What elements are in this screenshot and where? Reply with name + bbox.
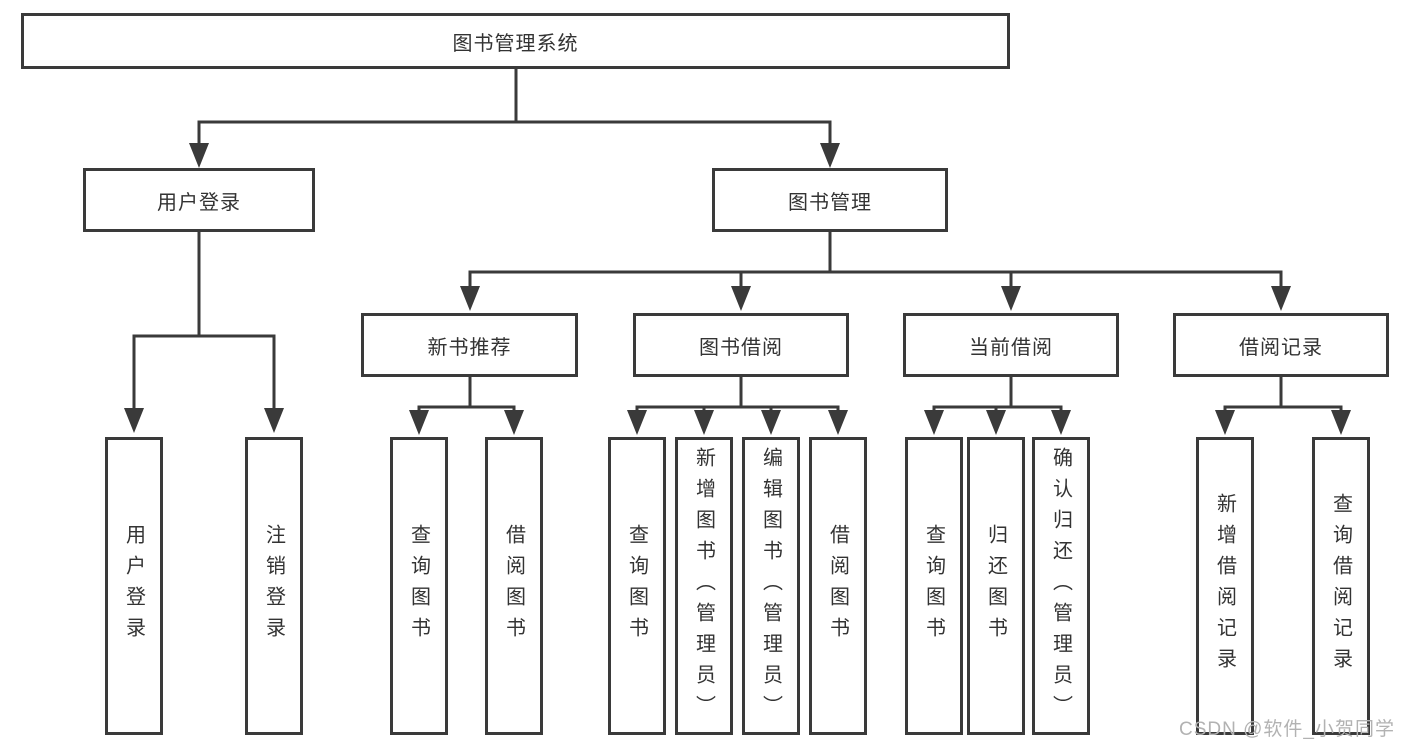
leaf-logout: 注销登录 — [245, 437, 303, 735]
leaf-return-books-label: 归还图书 — [984, 524, 1007, 648]
leaf-confirm-return-admin-label: 确认归还（管理员） — [1049, 446, 1072, 726]
node-new-book-recommend-label: 新书推荐 — [427, 336, 512, 359]
leaf-query-books-recommend: 查询图书 — [390, 437, 448, 735]
leaf-query-books-current: 查询图书 — [905, 437, 963, 735]
node-user-login: 用户登录 — [83, 168, 315, 232]
node-root-label: 图书管理系统 — [452, 32, 579, 55]
leaf-query-borrow-record-label: 查询借阅记录 — [1329, 493, 1352, 679]
node-book-management-label: 图书管理 — [788, 191, 872, 214]
leaf-query-borrow-record: 查询借阅记录 — [1312, 437, 1370, 735]
leaf-logout-label: 注销登录 — [262, 524, 285, 648]
arrowhead — [1331, 410, 1351, 435]
arrowhead — [986, 410, 1006, 435]
arrowhead — [189, 143, 209, 168]
arrowhead — [124, 408, 144, 433]
node-new-book-recommend: 新书推荐 — [361, 313, 578, 377]
leaf-add-books-admin: 新增图书（管理员） — [675, 437, 733, 735]
leaf-user-login-label: 用户登录 — [122, 524, 145, 648]
leaf-add-borrow-record: 新增借阅记录 — [1196, 437, 1254, 735]
arrowhead — [1271, 286, 1291, 311]
leaf-return-books: 归还图书 — [967, 437, 1025, 735]
leaf-query-books-current-label: 查询图书 — [922, 524, 945, 648]
arrowhead — [820, 143, 840, 168]
node-user-login-label: 用户登录 — [157, 191, 241, 214]
leaf-add-books-admin-label: 新增图书（管理员） — [692, 446, 715, 726]
leaf-borrow-books: 借阅图书 — [809, 437, 867, 735]
arrowhead — [694, 410, 714, 435]
connector-rails — [132, 67, 1343, 409]
leaf-edit-books-admin: 编辑图书（管理员） — [742, 437, 800, 735]
arrowhead — [1001, 286, 1021, 311]
arrowhead — [1051, 410, 1071, 435]
arrowhead — [504, 410, 524, 435]
leaf-borrow-books-label: 借阅图书 — [826, 524, 849, 648]
node-current-borrowing-label: 当前借阅 — [969, 336, 1053, 359]
node-book-borrowing: 图书借阅 — [633, 313, 849, 377]
arrowhead — [924, 410, 944, 435]
node-borrow-records-label: 借阅记录 — [1239, 336, 1323, 359]
arrowhead — [409, 410, 429, 435]
leaf-edit-books-admin-label: 编辑图书（管理员） — [759, 446, 782, 726]
leaf-borrow-books-recommend: 借阅图书 — [485, 437, 543, 735]
arrowhead — [828, 410, 848, 435]
leaf-confirm-return-admin: 确认归还（管理员） — [1032, 437, 1090, 735]
arrowhead — [761, 410, 781, 435]
csdn-watermark: CSDN @软件_小贺同学 — [1179, 719, 1395, 740]
arrowhead — [627, 410, 647, 435]
node-book-management: 图书管理 — [712, 168, 948, 232]
arrowhead — [731, 286, 751, 311]
node-root: 图书管理系统 — [21, 13, 1010, 69]
leaf-query-books-borrowing: 查询图书 — [608, 437, 666, 735]
leaf-borrow-books-recommend-label: 借阅图书 — [502, 524, 525, 648]
leaf-user-login: 用户登录 — [105, 437, 163, 735]
leaf-add-borrow-record-label: 新增借阅记录 — [1213, 493, 1236, 679]
node-borrow-records: 借阅记录 — [1173, 313, 1389, 377]
arrowheads — [124, 143, 1351, 435]
arrowhead — [264, 408, 284, 433]
node-book-borrowing-label: 图书借阅 — [699, 336, 783, 359]
node-current-borrowing: 当前借阅 — [903, 313, 1119, 377]
arrowhead — [460, 286, 480, 311]
leaf-query-books-recommend-label: 查询图书 — [407, 524, 430, 648]
leaf-query-books-borrowing-label: 查询图书 — [625, 524, 648, 648]
arrowhead — [1215, 410, 1235, 435]
